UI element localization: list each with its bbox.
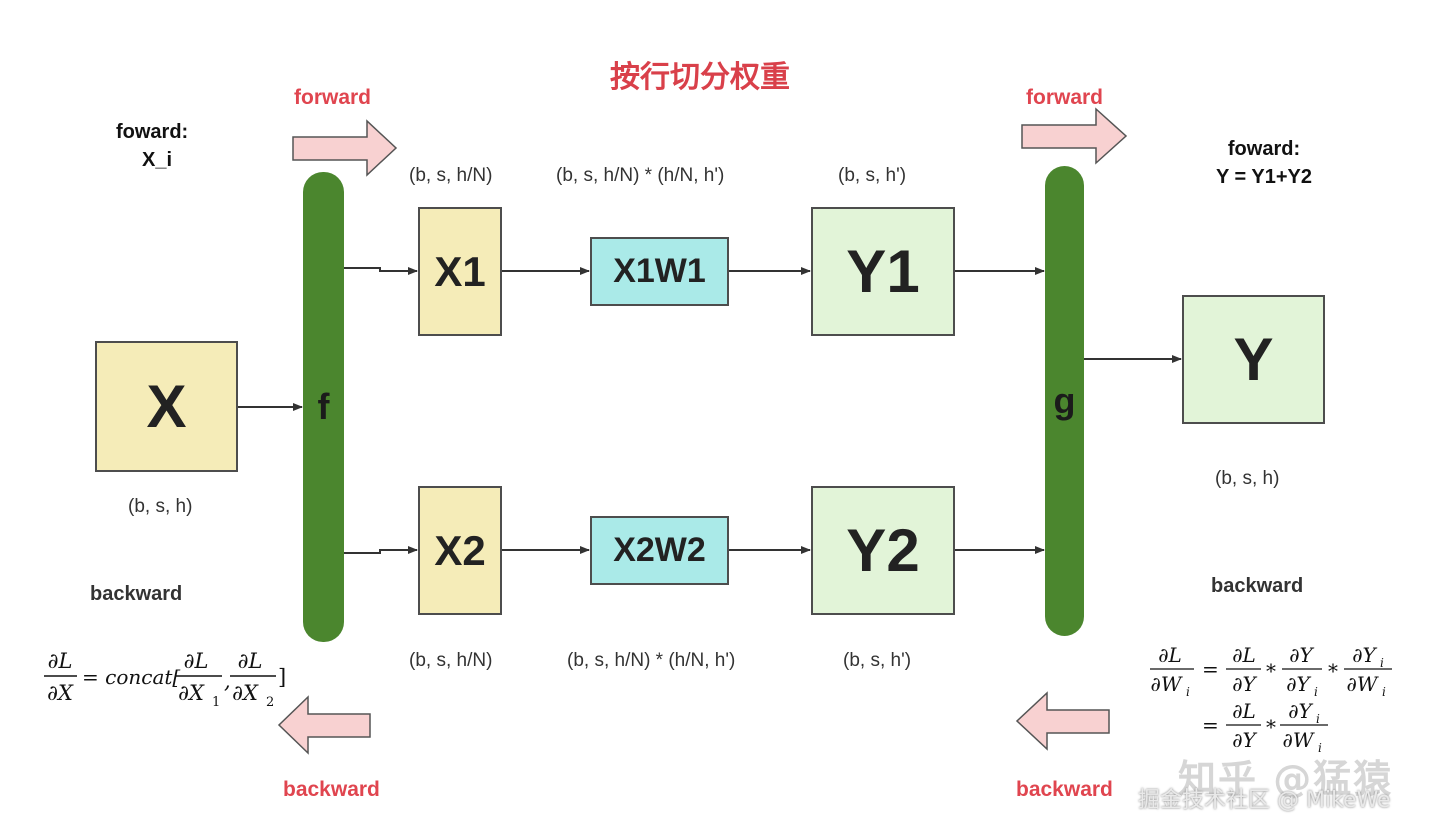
shape-y: (b, s, h) <box>1215 468 1280 489</box>
forward-label-right: forward <box>1026 86 1104 109</box>
formula-right-c-num-sub: i <box>1380 656 1384 670</box>
formula-left-eq-concat: = concat[ <box>82 665 180 689</box>
forward-label-left: forward <box>294 86 372 109</box>
right-backward-note: backward <box>1211 575 1304 597</box>
edge-f-to-x1 <box>344 267 418 275</box>
watermark-juejin: 掘金技术社区 @ MikeWe <box>1138 788 1391 813</box>
formula-left: ∂L ∂X = concat[ ∂L ∂X 1 , ∂L ∂X 2 ] <box>44 649 286 710</box>
formula-left-t2-sub: 2 <box>266 695 274 710</box>
bar-f-label: f <box>317 386 330 427</box>
formula-right-mul-3: * <box>1266 715 1276 739</box>
formula-left-lhs-den: ∂X <box>47 681 74 705</box>
formula-right: ∂L ∂W i = ∂L ∂Y * ∂Y ∂Y i * ∂Y i ∂W i = … <box>1150 643 1392 755</box>
formula-right-d-num: ∂L <box>1232 699 1256 723</box>
shape-y2: (b, s, h') <box>843 650 912 671</box>
shape-x2w2: (b, s, h/N) * (h/N, h') <box>567 650 736 671</box>
left-forward-note: foward: X_i <box>116 118 188 174</box>
formula-right-c-den-sub: i <box>1382 685 1386 699</box>
shape-x2: (b, s, h/N) <box>409 650 493 671</box>
formula-right-a-num: ∂L <box>1232 643 1256 667</box>
shape-x1w1: (b, s, h/N) * (h/N, h') <box>556 165 725 186</box>
backward-arrow-right <box>1015 691 1110 751</box>
right-forward-note: foward: Y = Y1+Y2 <box>1216 135 1312 191</box>
formula-right-b-den: ∂Y <box>1286 672 1311 696</box>
formula-right-b-sub: i <box>1314 685 1318 699</box>
formula-right-a-den: ∂Y <box>1232 672 1257 696</box>
formula-right-eq-1: = <box>1202 657 1219 681</box>
right-forward-note-line1: foward: <box>1227 138 1301 160</box>
shape-x1: (b, s, h/N) <box>409 165 493 186</box>
formula-right-e-num: ∂Y <box>1288 699 1313 723</box>
formula-left-lhs-num: ∂L <box>48 649 73 673</box>
diagram-title: 按行切分权重 <box>610 60 790 95</box>
formula-left-t1-sub: 1 <box>212 695 220 710</box>
formula-right-d-den: ∂Y <box>1232 728 1257 752</box>
bar-g-label: g <box>1053 380 1076 421</box>
shape-y1: (b, s, h') <box>838 165 907 186</box>
left-forward-note-line1: foward: <box>116 121 189 143</box>
box-x2: X2 <box>418 486 502 615</box>
formula-right-e-num-sub: i <box>1316 712 1320 726</box>
shape-x: (b, s, h) <box>128 496 193 517</box>
formula-left-t1-den: ∂X <box>178 681 205 705</box>
forward-arrow-right <box>1021 107 1128 165</box>
backward-label-left: backward <box>283 778 380 801</box>
formula-right-mul-1: * <box>1266 659 1276 683</box>
bar-g: g <box>1045 166 1084 636</box>
formula-left-close: ] <box>278 665 286 689</box>
formula-right-l-num: ∂L <box>1158 643 1182 667</box>
box-x1: X1 <box>418 207 502 336</box>
formula-right-e-den-sub: i <box>1318 741 1322 755</box>
formula-left-t2-num: ∂L <box>238 649 263 673</box>
bar-f: f <box>303 172 344 642</box>
watermark-zhihu: 知乎 @猛猿 <box>1178 757 1394 801</box>
box-y: Y <box>1182 295 1325 424</box>
formula-right-b-num: ∂Y <box>1289 643 1314 667</box>
box-x: X <box>95 341 238 472</box>
box-x2w2: X2W2 <box>590 516 729 585</box>
formula-right-eq-2: = <box>1202 713 1219 737</box>
left-forward-note-line2: X_i <box>142 149 173 171</box>
backward-arrow-left <box>277 695 371 755</box>
right-forward-note-line2: Y = Y1+Y2 <box>1216 166 1313 188</box>
formula-right-mul-2: * <box>1328 659 1338 683</box>
backward-label-right: backward <box>1016 778 1113 801</box>
formula-right-e-den: ∂W <box>1283 728 1315 752</box>
formula-right-l-den: ∂W <box>1151 672 1183 696</box>
box-x1w1: X1W1 <box>590 237 729 306</box>
formula-left-comma: , <box>224 669 231 693</box>
formula-right-c-den: ∂W <box>1347 672 1379 696</box>
edge-f-to-x2 <box>344 546 418 554</box>
left-backward-note: backward <box>90 583 183 605</box>
formula-right-c-num: ∂Y <box>1352 643 1377 667</box>
formula-right-l-sub: i <box>1186 685 1190 699</box>
formula-left-t2-den: ∂X <box>232 681 259 705</box>
box-y2: Y2 <box>811 486 955 615</box>
forward-arrow-left <box>292 119 398 177</box>
box-y1: Y1 <box>811 207 955 336</box>
formula-left-t1-num: ∂L <box>184 649 209 673</box>
